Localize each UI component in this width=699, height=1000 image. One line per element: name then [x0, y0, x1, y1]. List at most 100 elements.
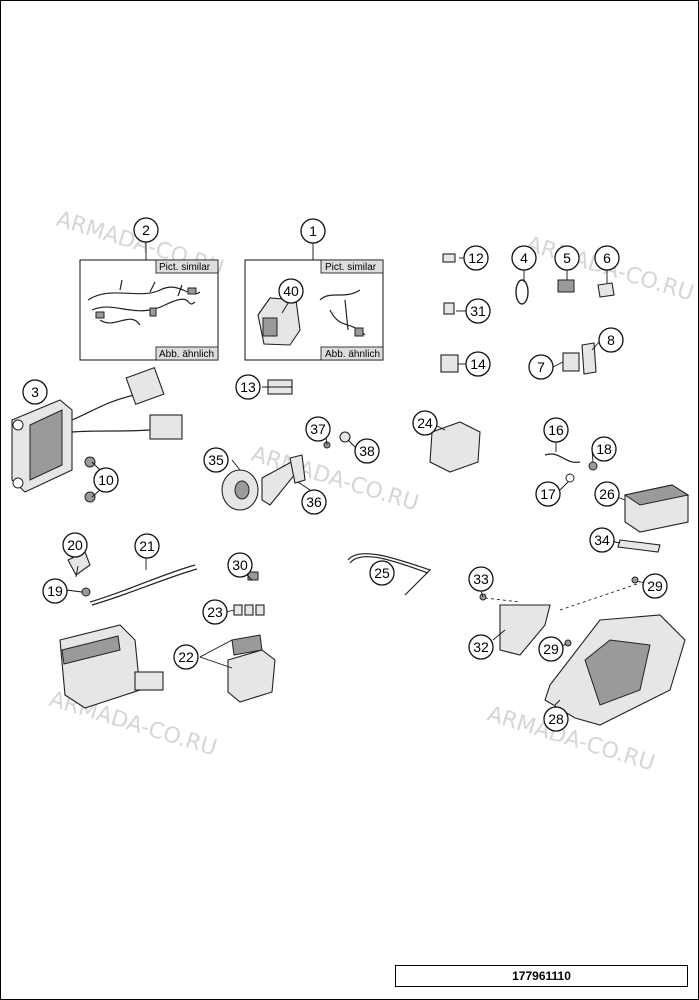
- cable-25: [347, 553, 432, 596]
- callout-40-label: 40: [283, 283, 299, 299]
- callout-35: 35: [203, 447, 229, 473]
- callout-28-label: 28: [548, 711, 564, 727]
- callout-23-label: 23: [207, 604, 223, 620]
- screw-10: [84, 456, 96, 503]
- callout-25-label: 25: [374, 565, 390, 581]
- callout-20: 20: [62, 532, 88, 558]
- callout-2: 2: [133, 217, 159, 243]
- relay-7: [562, 352, 580, 372]
- screw-18: [588, 461, 598, 471]
- callout-3: 3: [22, 379, 48, 405]
- callout-29-bottom-label: 29: [543, 641, 559, 657]
- callout-30: 30: [227, 552, 253, 578]
- callout-32-label: 32: [473, 639, 489, 655]
- pad-34: [617, 539, 661, 553]
- callout-37: 37: [305, 416, 331, 442]
- callout-24-label: 24: [417, 415, 433, 431]
- callout-1: 1: [300, 218, 326, 244]
- callout-8-label: 8: [607, 332, 615, 348]
- callout-29-bottom: 29: [538, 636, 564, 662]
- callout-6: 6: [594, 245, 620, 271]
- callout-36: 36: [301, 489, 327, 515]
- callout-35-label: 35: [208, 452, 224, 468]
- callout-10-label: 10: [98, 472, 114, 488]
- part-6-shape: [597, 282, 615, 298]
- callout-30-label: 30: [232, 557, 248, 573]
- callout-18: 18: [591, 436, 617, 462]
- callout-33: 33: [468, 566, 494, 592]
- fuse-box-22: [199, 634, 276, 703]
- starter-motor: [59, 624, 164, 709]
- callout-31: 31: [465, 298, 491, 324]
- callout-26: 26: [594, 481, 620, 507]
- callout-6-label: 6: [603, 250, 611, 266]
- nut-38: [339, 431, 351, 443]
- callout-37-label: 37: [310, 421, 326, 437]
- callout-34: 34: [589, 527, 615, 553]
- callout-7-label: 7: [537, 359, 545, 375]
- callout-12-label: 12: [468, 250, 484, 266]
- callout-28: 28: [543, 706, 569, 732]
- callout-13: 13: [235, 374, 261, 400]
- callout-1-label: 1: [309, 223, 317, 239]
- callout-33-label: 33: [473, 571, 489, 587]
- callout-29-top-label: 29: [647, 578, 663, 594]
- part-14-shape: [440, 354, 459, 373]
- callout-36-label: 36: [306, 494, 322, 510]
- nut-19: [81, 587, 91, 597]
- reference-number: 177961110: [395, 965, 688, 987]
- callout-4-label: 4: [520, 250, 528, 266]
- cable-tie-4: [515, 279, 529, 305]
- callout-17-label: 17: [540, 486, 556, 502]
- part-12-shape: [442, 253, 456, 263]
- callout-7: 7: [528, 354, 554, 380]
- horn-35: [221, 454, 306, 511]
- callout-20-label: 20: [67, 537, 83, 553]
- part-5-shape: [557, 279, 575, 293]
- callout-29-top: 29: [642, 573, 668, 599]
- callout-22: 22: [173, 644, 199, 670]
- harness-box: Pict. similar Abb. ähnlich: [79, 259, 219, 361]
- callout-5: 5: [554, 245, 580, 271]
- callout-21: 21: [134, 533, 160, 559]
- callout-23: 23: [202, 599, 228, 625]
- callout-38: 38: [354, 438, 380, 464]
- callout-19: 19: [42, 578, 68, 604]
- callout-38-label: 38: [359, 443, 375, 459]
- voltage-regulator: [11, 367, 183, 493]
- callout-14-label: 14: [470, 356, 486, 372]
- harness-box-1: Pict. similar Abb. ähnlich: [244, 259, 384, 361]
- callout-12: 12: [463, 245, 489, 271]
- module-24: [429, 421, 481, 473]
- callout-24: 24: [412, 410, 438, 436]
- holder-28: [479, 576, 686, 726]
- callout-17: 17: [535, 481, 561, 507]
- battery-26: [623, 484, 690, 533]
- callout-5-label: 5: [563, 250, 571, 266]
- callout-16: 16: [543, 417, 569, 443]
- callout-31-label: 31: [470, 303, 486, 319]
- callout-13-label: 13: [240, 379, 256, 395]
- note-abb-aehnlich-2: Abb. ähnlich: [159, 349, 214, 360]
- callout-16-label: 16: [548, 422, 564, 438]
- note-pict-similar-2: Pict. similar: [159, 262, 211, 273]
- part-31-shape: [443, 302, 455, 315]
- callout-14: 14: [465, 351, 491, 377]
- callout-21-label: 21: [139, 538, 155, 554]
- callout-25: 25: [369, 560, 395, 586]
- cable-21: [89, 564, 196, 603]
- callout-34-label: 34: [594, 532, 610, 548]
- callout-10: 10: [93, 467, 119, 493]
- callout-22-label: 22: [178, 649, 194, 665]
- callout-3-label: 3: [31, 384, 39, 400]
- callout-26-label: 26: [599, 486, 615, 502]
- fuses-23: [233, 604, 265, 616]
- callout-19-label: 19: [47, 583, 63, 599]
- callout-8: 8: [598, 327, 624, 353]
- callout-32: 32: [468, 634, 494, 660]
- bracket-8: [581, 342, 597, 375]
- washer-17: [565, 473, 575, 483]
- callout-2-label: 2: [142, 222, 150, 238]
- note-abb-aehnlich-1: Abb. ähnlich: [325, 349, 380, 360]
